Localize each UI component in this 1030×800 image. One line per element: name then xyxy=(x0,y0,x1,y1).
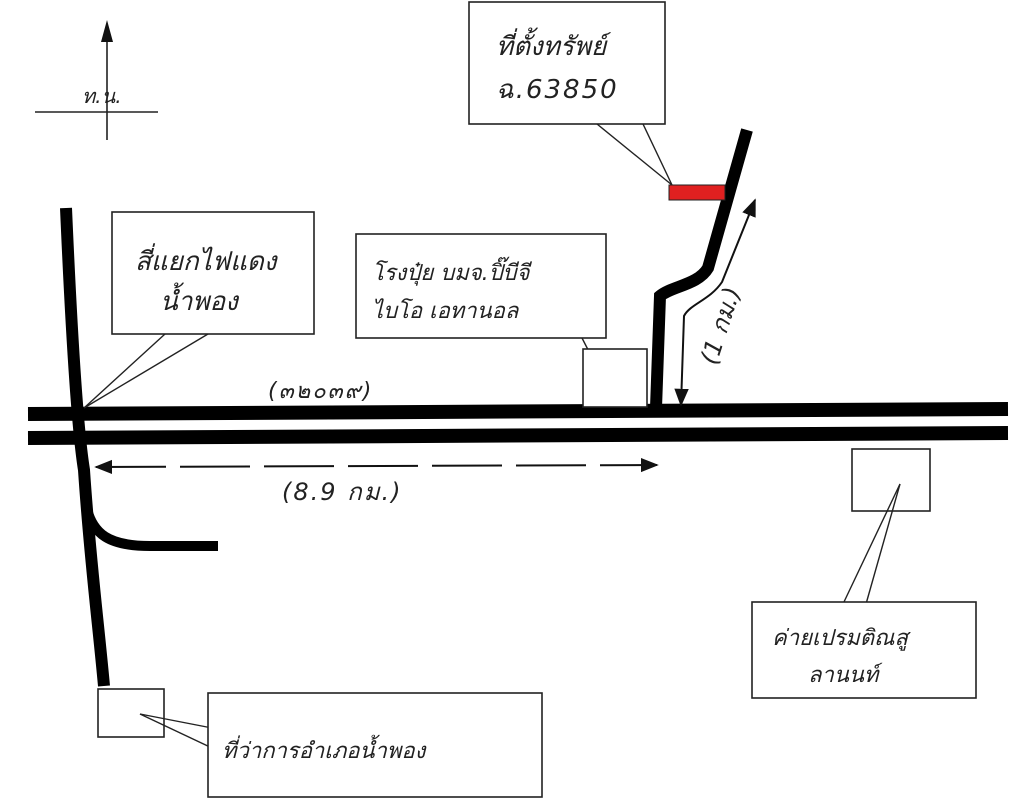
camp-name-line2: ลานนท์ xyxy=(808,662,883,688)
property-deed-number: ฉ.63850 xyxy=(496,75,619,105)
district-office-name: ที่ว่าการอำเภอน้ำพอง xyxy=(222,734,428,764)
camp-callout: ค่ายเปรมติณสู ลานนท์ xyxy=(751,448,977,699)
intersection-callout-box xyxy=(111,211,315,335)
intersection-district: น้ำพอง xyxy=(160,282,240,317)
camp-building xyxy=(851,448,931,512)
camp-name: ค่ายเปรมติณสู xyxy=(772,626,911,651)
camp-callout-pointer-2 xyxy=(865,483,901,605)
district-office-pointer-2 xyxy=(139,713,213,749)
factory-name-line2: ไบโอ เอทานอล xyxy=(372,298,520,324)
route-number-label: (๓๒๐๓๙) xyxy=(268,379,373,404)
property-title: ที่ตั้งทรัพย์ xyxy=(496,27,611,62)
district-office-building xyxy=(97,688,165,738)
district-office-pointer xyxy=(139,713,213,729)
main-distance-label: (8.9 กม.) xyxy=(282,478,403,506)
compass-north-label: ท.น. xyxy=(82,84,122,108)
main-distance-arrow xyxy=(94,457,659,475)
intersection-callout-pointer xyxy=(83,333,166,409)
compass: ท.น. xyxy=(35,20,158,140)
factory-callout-box xyxy=(355,233,607,339)
property-callout-pointer-2 xyxy=(642,123,673,186)
property-marker xyxy=(668,184,726,201)
factory-name: โรงปุ๋ย บมจ.ปิ๊บีจี xyxy=(372,256,532,286)
branch-road xyxy=(650,128,753,409)
factory-callout: โรงปุ๋ย บมจ.ปิ๊บีจี ไบโอ เอทานอล xyxy=(355,233,648,408)
property-callout: ที่ตั้งทรัพย์ ฉ.63850 xyxy=(468,1,673,186)
north-arrow-icon xyxy=(101,20,113,42)
branch-distance-label: (1 กม.) xyxy=(695,283,746,367)
intersection-name: สี่แยกไฟแดง xyxy=(135,243,279,277)
district-office-callout-box xyxy=(207,692,543,798)
property-callout-box xyxy=(468,1,666,125)
cross-road xyxy=(60,207,110,687)
property-callout-pointer xyxy=(596,123,673,186)
main-highway xyxy=(27,402,1009,445)
camp-callout-pointer xyxy=(842,483,901,605)
camp-callout-box xyxy=(751,601,977,699)
district-office-callout: ที่ว่าการอำเภอน้ำพอง xyxy=(97,688,543,798)
highway-upper-line xyxy=(27,402,1009,421)
intersection-callout: สี่แยกไฟแดง น้ำพอง xyxy=(83,211,315,409)
main-distance-indicator: (8.9 กม.) xyxy=(94,457,659,506)
factory-building xyxy=(582,348,648,408)
cross-road-branch xyxy=(81,503,218,551)
branch-distance-arrow xyxy=(674,198,756,407)
highway-lower-line xyxy=(27,426,1009,445)
intersection-callout-pointer-2 xyxy=(83,333,209,409)
